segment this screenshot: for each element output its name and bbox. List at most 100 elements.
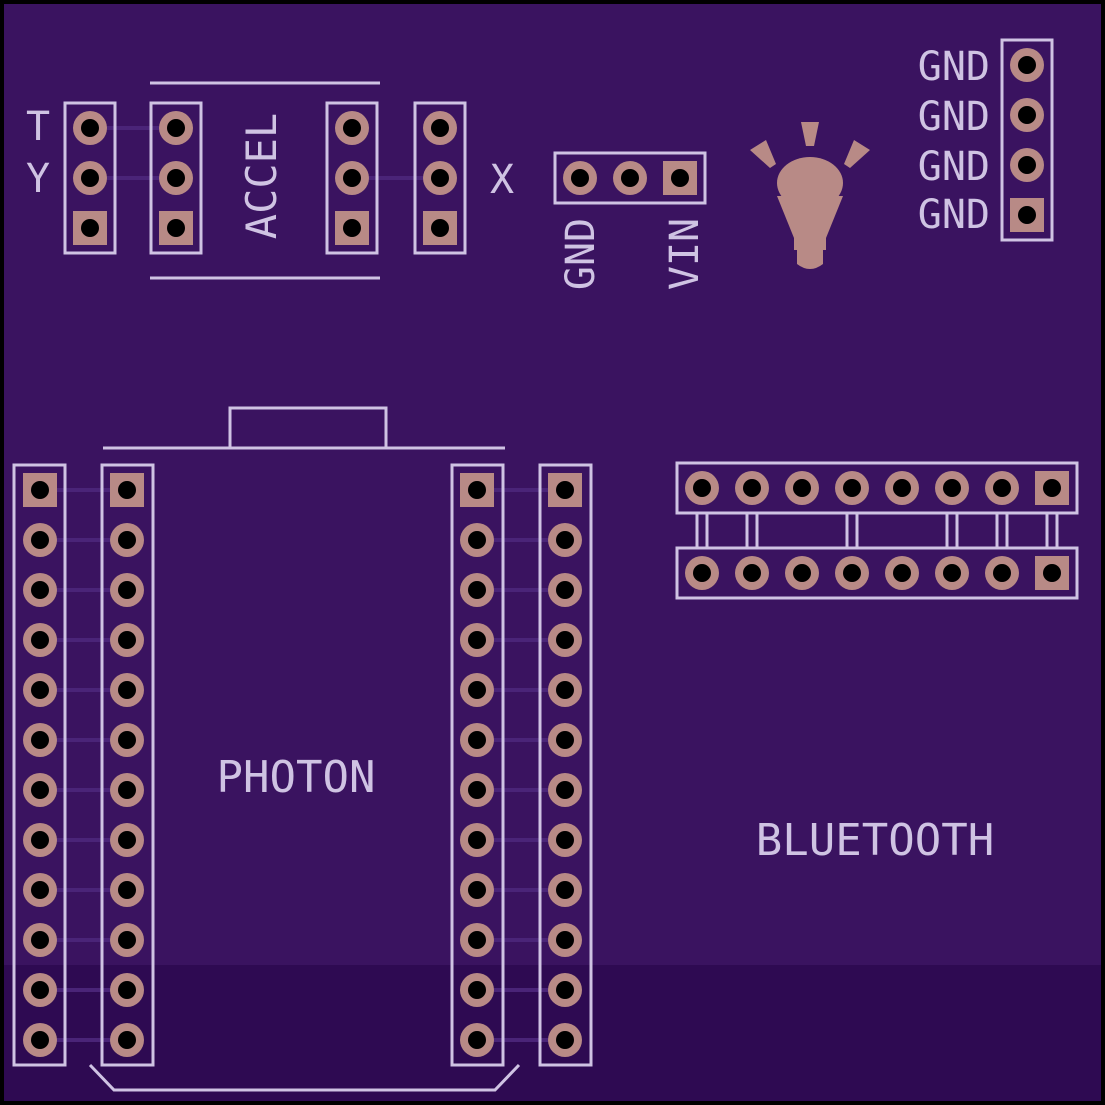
label-gnd-vertical: GND xyxy=(558,218,604,290)
bluetooth-pin xyxy=(735,471,769,505)
photon-pin xyxy=(460,673,494,707)
bluetooth-pin xyxy=(1035,556,1069,590)
x-header-pins xyxy=(423,111,457,245)
bluetooth-pin xyxy=(1035,471,1069,505)
photon-pin xyxy=(460,573,494,607)
photon-pin xyxy=(23,873,57,907)
photon-pin xyxy=(23,723,57,757)
photon-pin xyxy=(23,573,57,607)
accel-right-header-pins xyxy=(335,111,369,245)
bluetooth-pin xyxy=(935,556,969,590)
photon-pin xyxy=(110,723,144,757)
bluetooth-pin xyxy=(785,471,819,505)
gnd-header-outline xyxy=(1000,38,1054,242)
photon-pin xyxy=(548,823,582,857)
photon-pin xyxy=(23,673,57,707)
photon-pin xyxy=(23,823,57,857)
photon-header-inner-left xyxy=(100,463,155,1067)
label-vin-vertical: VIN xyxy=(662,218,708,290)
photon-module: PHOTON xyxy=(12,406,593,1092)
photon-pin xyxy=(23,923,57,957)
bluetooth-pin xyxy=(985,471,1019,505)
bluetooth-pin xyxy=(885,556,919,590)
photon-header-outer-left xyxy=(12,463,67,1067)
bluetooth-pin xyxy=(785,556,819,590)
label-gnd-3: GND xyxy=(918,144,990,190)
photon-pin xyxy=(548,673,582,707)
label-t: T xyxy=(26,104,50,150)
photon-pin xyxy=(548,723,582,757)
photon-pin xyxy=(548,573,582,607)
photon-pin xyxy=(110,923,144,957)
bluetooth-pin xyxy=(735,556,769,590)
photon-pin xyxy=(23,473,57,507)
bluetooth-header-top-outline xyxy=(675,461,1079,515)
photon-pin xyxy=(460,973,494,1007)
photon-pin xyxy=(23,773,57,807)
bluetooth-pin xyxy=(685,556,719,590)
light-bulb-icon xyxy=(750,122,870,269)
photon-header-outer-right xyxy=(538,463,593,1067)
bluetooth-header-bottom-outline xyxy=(675,546,1079,600)
photon-pin xyxy=(548,973,582,1007)
bluetooth-module: BLUETOOTH xyxy=(675,461,1079,866)
photon-pin xyxy=(460,473,494,507)
label-accel: ACCEL xyxy=(237,113,286,239)
label-x: X xyxy=(490,157,514,203)
bluetooth-pin xyxy=(835,471,869,505)
x-header-outline xyxy=(413,101,467,255)
photon-pin xyxy=(460,873,494,907)
photon-pin xyxy=(548,873,582,907)
label-gnd-1: GND xyxy=(918,44,990,90)
photon-pin xyxy=(548,623,582,657)
label-gnd-2: GND xyxy=(918,94,990,140)
photon-pin xyxy=(548,473,582,507)
photon-pin xyxy=(460,1023,494,1057)
bluetooth-pin xyxy=(985,556,1019,590)
photon-pins xyxy=(23,473,582,1057)
photon-pin xyxy=(23,523,57,557)
photon-pin xyxy=(110,523,144,557)
power-header-outline xyxy=(553,151,707,205)
photon-pin xyxy=(110,823,144,857)
photon-pin xyxy=(548,923,582,957)
photon-pin xyxy=(110,573,144,607)
photon-pin xyxy=(23,973,57,1007)
photon-pin xyxy=(548,773,582,807)
photon-pin xyxy=(110,473,144,507)
photon-pin xyxy=(110,1023,144,1057)
photon-pin xyxy=(110,623,144,657)
label-gnd-4: GND xyxy=(918,192,990,238)
photon-pin xyxy=(460,823,494,857)
photon-pin xyxy=(460,523,494,557)
photon-pin xyxy=(110,973,144,1007)
bluetooth-traces xyxy=(695,513,1059,548)
photon-pin xyxy=(460,923,494,957)
photon-pin xyxy=(460,623,494,657)
accel-header-group: T Y ACCEL X xyxy=(26,81,514,280)
photon-pin xyxy=(110,773,144,807)
photon-pin xyxy=(460,723,494,757)
bluetooth-pin xyxy=(835,556,869,590)
photon-pin xyxy=(23,623,57,657)
photon-pin xyxy=(548,1023,582,1057)
bluetooth-pin xyxy=(685,471,719,505)
ty-header-outline xyxy=(63,101,117,255)
photon-header-inner-right xyxy=(450,463,505,1067)
bluetooth-pins xyxy=(685,471,1069,590)
accel-left-header-outline xyxy=(149,101,203,255)
photon-pin xyxy=(548,523,582,557)
label-bluetooth: BLUETOOTH xyxy=(756,815,994,866)
bluetooth-pin xyxy=(885,471,919,505)
ty-header-pins xyxy=(73,111,107,245)
label-photon: PHOTON xyxy=(217,752,376,803)
accel-right-header-outline xyxy=(325,101,379,255)
photon-pin xyxy=(23,1023,57,1057)
power-header-group: GND VIN xyxy=(553,151,708,290)
gnd-header-group: GND GND GND GND xyxy=(918,38,1054,242)
photon-pin xyxy=(110,673,144,707)
bluetooth-pin xyxy=(935,471,969,505)
photon-pin xyxy=(460,773,494,807)
label-y: Y xyxy=(26,156,50,202)
